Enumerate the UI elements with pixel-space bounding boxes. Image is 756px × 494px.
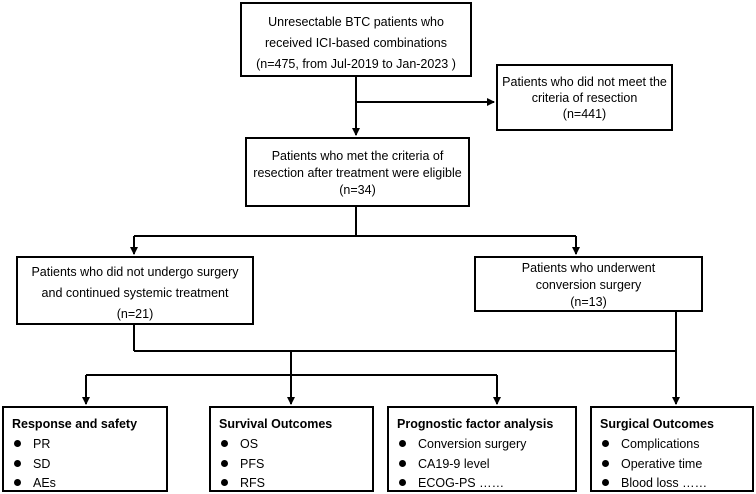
surgical-outcomes-box: Surgical Outcomes Complications Operativ…: [590, 406, 754, 492]
no-surgery-line-2: and continued systemic treatment: [41, 286, 229, 300]
eligible-line-2: resection after treatment were eligible: [253, 166, 462, 180]
bullet-icon: [221, 460, 228, 467]
list-item: Complications: [602, 437, 700, 451]
eligible-line-1: Patients who met the criteria of: [271, 149, 444, 163]
enrolled-line-3: (n=475, from Jul-2019 to Jan-2023 ): [256, 57, 456, 71]
surgery-line-2: conversion surgery: [535, 278, 642, 292]
list-item: PR: [14, 437, 50, 451]
bullet-icon: [602, 460, 609, 467]
bullet-icon: [399, 479, 406, 486]
list-item: ECOG-PS ……: [399, 476, 504, 490]
item-label: RFS: [240, 476, 265, 490]
list-item: RFS: [221, 476, 265, 490]
survival-outcomes-title: Survival Outcomes: [219, 417, 333, 431]
list-item: PFS: [221, 457, 264, 471]
bullet-icon: [221, 440, 228, 447]
bullet-icon: [602, 440, 609, 447]
prognostic-factor-box: Prognostic factor analysis Conversion su…: [387, 406, 577, 492]
list-item: AEs: [14, 476, 56, 490]
response-safety-box: Response and safety PR SD AEs: [2, 406, 168, 492]
prognostic-factor-title: Prognostic factor analysis: [397, 417, 554, 431]
bullet-icon: [399, 440, 406, 447]
bullet-icon: [14, 479, 21, 486]
bullet-icon: [602, 479, 609, 486]
item-label: Complications: [621, 437, 700, 451]
item-label: CA19-9 level: [418, 457, 490, 471]
surgical-outcomes-title: Surgical Outcomes: [600, 417, 714, 431]
bullet-icon: [221, 479, 228, 486]
item-label: PR: [33, 437, 51, 451]
eligible-patients-box: Patients who met the criteria of resecti…: [245, 137, 470, 207]
eligible-line-3: (n=34): [339, 183, 376, 197]
surgery-line-1: Patients who underwent: [521, 261, 656, 275]
bullet-icon: [14, 460, 21, 467]
excluded-patients-box: Patients who did not meet the criteria o…: [496, 64, 673, 131]
no-surgery-box: Patients who did not undergo surgery and…: [16, 256, 254, 325]
excluded-line-1: Patients who did not meet the: [502, 75, 667, 89]
item-label: Conversion surgery: [418, 437, 527, 451]
list-item: SD: [14, 457, 50, 471]
survival-outcomes-box: Survival Outcomes OS PFS RFS: [209, 406, 374, 492]
item-label: AEs: [33, 476, 56, 490]
excluded-line-2: criteria of resection: [531, 91, 638, 105]
enrolled-patients-box: Unresectable BTC patients who received I…: [240, 2, 472, 77]
item-label: SD: [33, 457, 51, 471]
list-item: Conversion surgery: [399, 437, 526, 451]
conversion-surgery-box: Patients who underwent conversion surger…: [474, 256, 703, 312]
no-surgery-line-1: Patients who did not undergo surgery: [31, 265, 239, 279]
item-label: Blood loss ……: [621, 476, 708, 490]
item-label: Operative time: [621, 457, 703, 471]
item-label: OS: [240, 437, 259, 451]
no-surgery-line-3: (n=21): [116, 307, 154, 321]
bullet-icon: [14, 440, 21, 447]
surgery-line-3: (n=13): [570, 295, 607, 309]
item-label: PFS: [240, 457, 265, 471]
enrolled-line-1: Unresectable BTC patients who: [268, 15, 444, 29]
enrolled-line-2: received ICI-based combinations: [264, 36, 448, 50]
bullet-icon: [399, 460, 406, 467]
list-item: OS: [221, 437, 258, 451]
list-item: Blood loss ……: [602, 476, 707, 490]
item-label: ECOG-PS ……: [418, 476, 505, 490]
response-safety-title: Response and safety: [12, 417, 138, 431]
list-item: CA19-9 level: [399, 457, 490, 471]
excluded-line-3: (n=441): [562, 107, 607, 121]
list-item: Operative time: [602, 457, 702, 471]
